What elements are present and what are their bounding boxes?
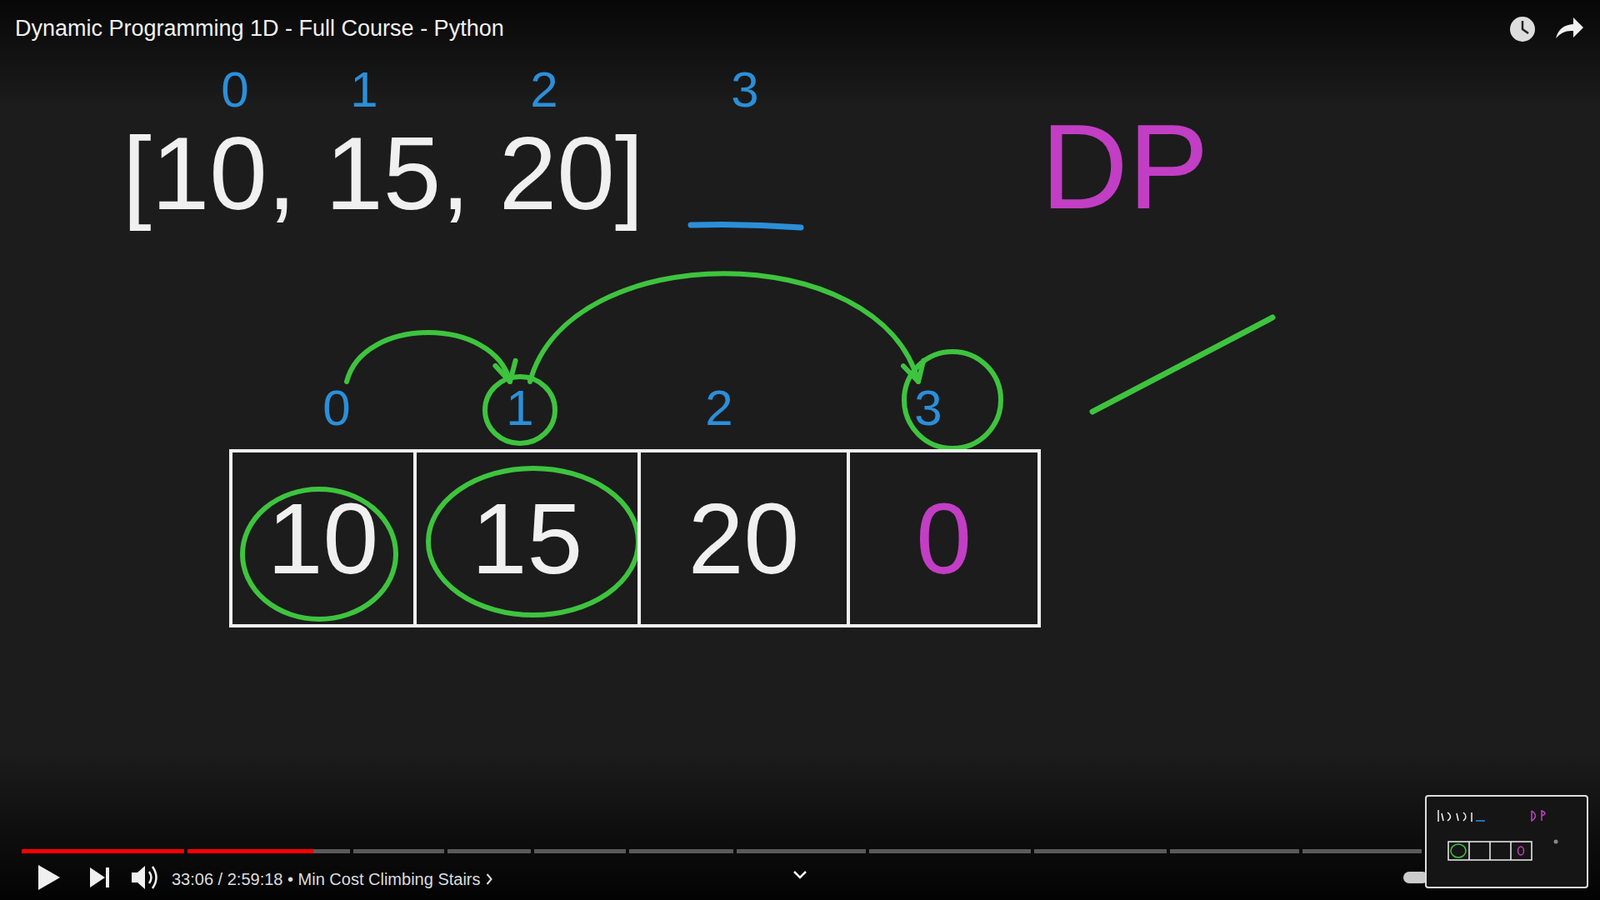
progress-track [534,849,626,854]
preview-scribble [1438,810,1472,822]
progress-track [353,849,445,854]
next-icon [90,867,105,888]
index-number: 2 [705,383,733,434]
array-cell: 0 [846,449,1041,628]
connector-arrow [346,332,516,382]
progress-track [1034,849,1167,854]
video-title: Dynamic Programming 1D - Full Course - P… [15,17,505,40]
preview-dot [1554,840,1559,845]
index-number: 3 [914,383,942,434]
arrow-head [495,360,515,382]
connector-arrow [530,273,924,382]
index-number: 0 [220,65,249,115]
array-slot: 15 1 [413,381,638,628]
highlight-circle [485,376,555,444]
blank-underline [690,224,801,228]
chapter-chevron [487,874,492,885]
highlight-circle [242,489,396,620]
highlight-circle [904,351,1001,449]
array-cell: 10 [229,449,417,628]
index-number: 0 [322,383,350,434]
play-icon [38,865,60,890]
progress-track [1302,849,1422,854]
highlight-circle [428,468,639,615]
clock-icon [1510,16,1535,42]
arrow-head [903,360,924,382]
volume-wave [149,871,152,884]
cell-value: 20 [688,488,800,589]
volume-wave [152,866,157,889]
progress-track [869,849,1031,854]
dp-heading: DP [1040,106,1209,228]
progress-track [1170,849,1300,854]
progress-track [629,849,734,854]
preview-scribble [1475,820,1485,822]
share-icon [1555,17,1584,39]
progress-track [736,849,866,854]
index-number: 2 [530,65,558,115]
preview-array [1448,841,1532,860]
array-cell: 20 [637,449,850,628]
progress-track [21,849,185,854]
volume-icon [131,865,145,890]
preview-circle [1450,844,1466,858]
autoplay-toggle [1403,871,1429,884]
progress-track [187,849,350,854]
preview-mark [1518,846,1525,855]
array-literal: [10, 15, 20] [122,120,645,225]
index-number: 1 [350,65,378,115]
preview-array [1469,841,1511,860]
preview-scribble [1531,810,1545,821]
check-stroke [1092,317,1273,412]
index-number: 3 [730,65,759,115]
progress-played [187,849,314,854]
array-slot: 10 0 [229,381,414,628]
array-slot: 03 [846,381,1041,628]
progress-played [21,849,185,854]
connector-line [530,273,919,382]
index-number: 1 [505,383,534,434]
chapters-chevron [794,871,806,878]
progress-track [447,849,531,854]
cell-value: 10 [267,488,379,589]
next-icon-bar [105,867,110,888]
time-chapter: 33:06 / 2:59:18 • Min Cost Climbing Stai… [171,869,481,890]
connector-line [346,332,510,382]
cell-value: 0 [915,488,972,589]
array-slot: 20 2 [637,381,847,628]
array-cell: 15 [413,449,641,628]
clock-hands [1522,20,1529,34]
cell-value: 15 [471,488,583,589]
preview-thumbnail [1425,795,1588,888]
